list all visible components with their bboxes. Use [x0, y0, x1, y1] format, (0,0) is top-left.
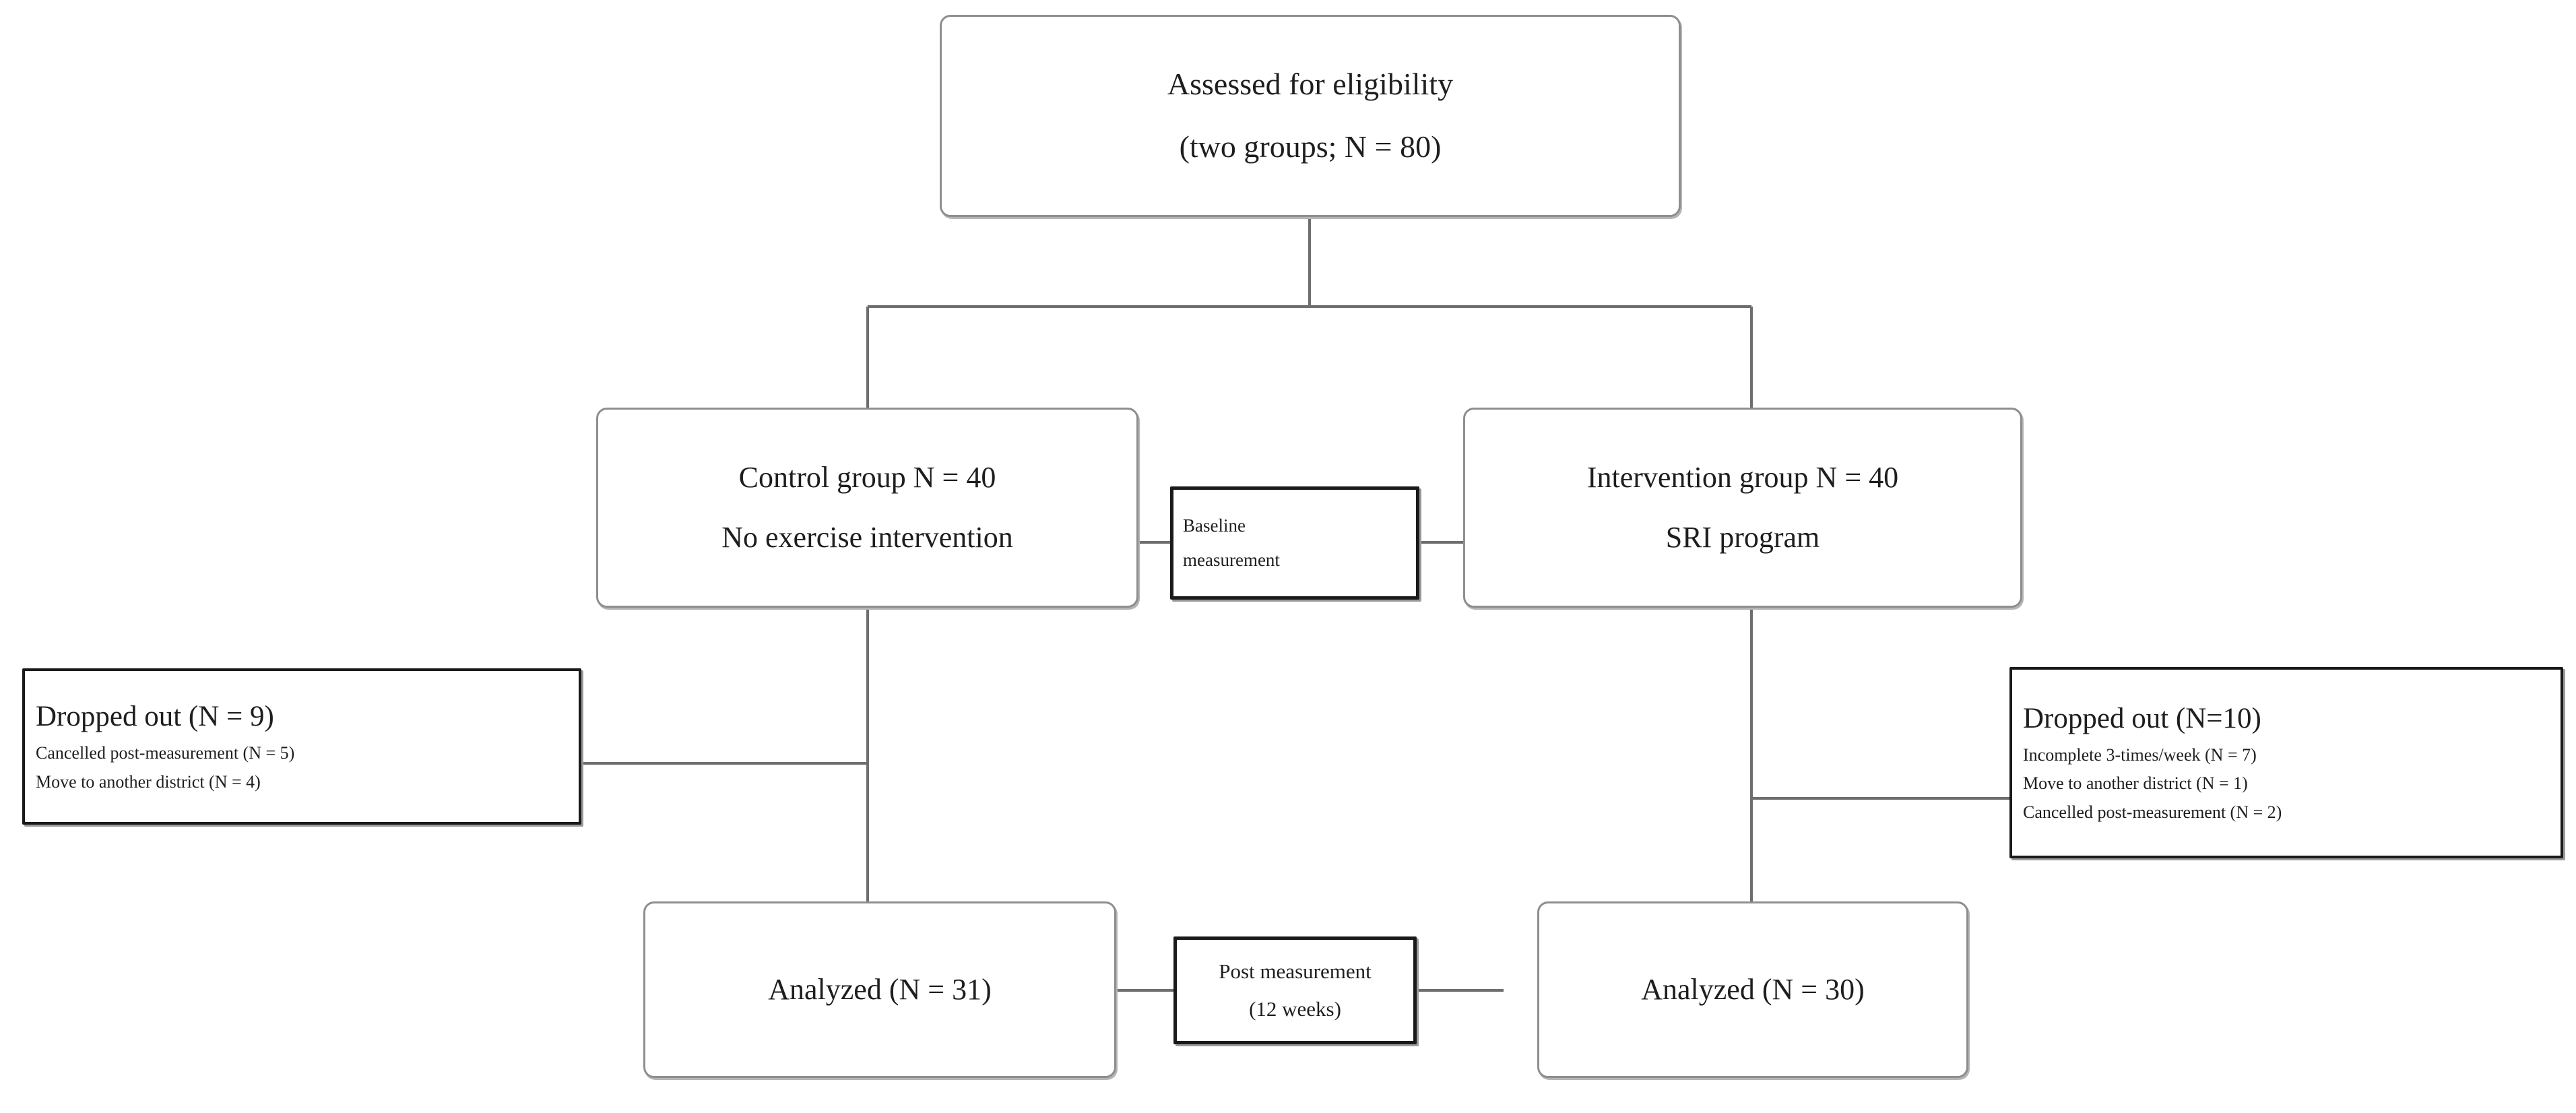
dropout-control-heading: Dropped out (N = 9) [36, 701, 274, 733]
node-intervention-group[interactable]: Intervention group N = 40 SRI program [1463, 408, 2022, 608]
dropout-intervention-heading: Dropped out (N=10) [2023, 702, 2261, 734]
node-post-measurement[interactable]: Post measurement (12 weeks) [1173, 936, 1417, 1044]
baseline-line-1: Baseline [1183, 515, 1246, 536]
node-dropped-out-control[interactable]: Dropped out (N = 9) Cancelled post-measu… [22, 668, 581, 825]
node-dropped-out-intervention[interactable]: Dropped out (N=10) Incomplete 3-times/we… [2009, 667, 2563, 858]
dropout-intervention-reason-2: Move to another district (N = 1) [2023, 773, 2248, 794]
node-analyzed-intervention[interactable]: Analyzed (N = 30) [1537, 901, 1968, 1078]
dropout-control-reason-2: Move to another district (N = 4) [36, 771, 261, 792]
post-measurement-line-2: (12 weeks) [1249, 997, 1341, 1021]
eligibility-line-1: Assessed for eligibility [1167, 67, 1454, 102]
intervention-group-line-1: Intervention group N = 40 [1586, 461, 1899, 495]
post-measurement-line-1: Post measurement [1219, 959, 1372, 983]
node-assessed-for-eligibility[interactable]: Assessed for eligibility (two groups; N … [940, 15, 1681, 217]
control-group-line-1: Control group N = 40 [738, 461, 996, 495]
node-control-group[interactable]: Control group N = 40 No exercise interve… [596, 408, 1138, 608]
intervention-group-line-2: SRI program [1665, 521, 1820, 554]
baseline-line-2: measurement [1183, 550, 1280, 571]
node-analyzed-control[interactable]: Analyzed (N = 31) [643, 901, 1116, 1078]
node-baseline-measurement[interactable]: Baseline measurement [1170, 486, 1419, 600]
eligibility-line-2: (two groups; N = 80) [1179, 129, 1442, 164]
control-group-line-2: No exercise intervention [721, 521, 1013, 554]
analyzed-intervention-line-1: Analyzed (N = 30) [1641, 973, 1865, 1007]
dropout-intervention-reason-1: Incomplete 3-times/week (N = 7) [2023, 744, 2257, 765]
analyzed-control-line-1: Analyzed (N = 31) [768, 973, 992, 1007]
dropout-intervention-reason-3: Cancelled post-measurement (N = 2) [2023, 802, 2282, 823]
dropout-control-reason-1: Cancelled post-measurement (N = 5) [36, 743, 295, 763]
